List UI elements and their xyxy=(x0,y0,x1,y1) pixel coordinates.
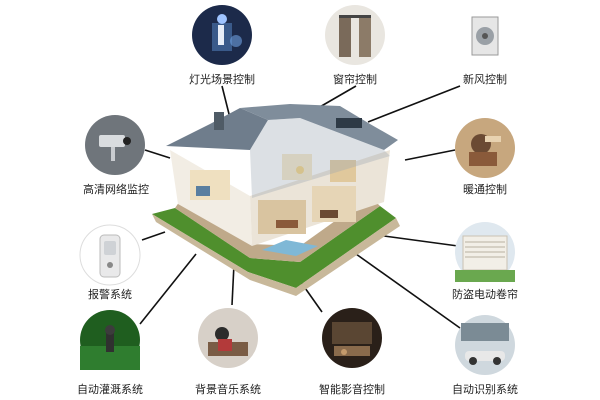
feature-label-music: 背景音乐系统 xyxy=(195,383,261,396)
feature-label-shutter: 防盗电动卷帘 xyxy=(452,288,518,301)
feature-label-lighting: 灯光场景控制 xyxy=(189,73,255,86)
feature-image-cctv xyxy=(85,115,145,175)
feature-image-alarm xyxy=(79,224,141,286)
feature-label-recognition: 自动识别系统 xyxy=(452,383,518,396)
feature-image-shutter xyxy=(455,222,515,282)
feature-image-recognition xyxy=(455,315,515,375)
feature-label-fresh-air: 新风控制 xyxy=(463,73,507,86)
feature-image-lighting xyxy=(192,5,252,65)
feature-label-irrigation: 自动灌溉系统 xyxy=(77,383,143,396)
connector-line-curtain xyxy=(317,85,357,109)
feature-image-curtain xyxy=(325,5,385,65)
feature-label-cctv: 高清网络监控 xyxy=(83,183,149,196)
feature-image-av xyxy=(322,308,382,368)
feature-label-hvac: 暖通控制 xyxy=(463,183,507,196)
connector-line-fresh-air xyxy=(367,85,461,123)
feature-image-irrigation xyxy=(80,310,140,370)
connector-line-irrigation xyxy=(139,253,197,325)
connector-line-cctv xyxy=(144,149,171,159)
house-illustration xyxy=(152,104,400,296)
feature-image-hvac xyxy=(455,118,515,178)
connector-line-shutter xyxy=(383,235,459,247)
feature-image-fresh-air xyxy=(455,5,515,65)
connector-line-music xyxy=(231,263,235,306)
connector-line-hvac xyxy=(404,149,456,161)
connector-line-alarm xyxy=(141,231,166,241)
connector-line-recognition xyxy=(355,253,461,329)
feature-image-music xyxy=(198,308,258,368)
feature-label-av: 智能影音控制 xyxy=(319,383,385,396)
feature-label-curtain: 窗帘控制 xyxy=(333,73,377,86)
feature-label-alarm: 报警系统 xyxy=(88,288,132,301)
